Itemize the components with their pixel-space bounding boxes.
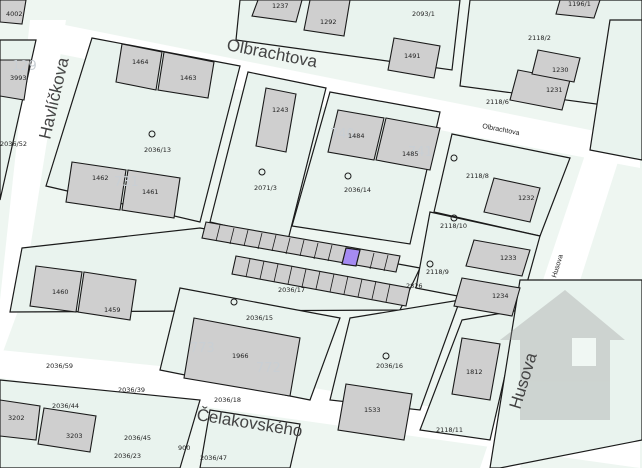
building-1464[interactable]	[115, 43, 163, 91]
label-2036-13: 2036/13	[144, 146, 171, 154]
parcel-2036-16[interactable]	[329, 299, 461, 411]
label-2036-16: 2036/16	[376, 362, 403, 370]
parcel-bottom-middle[interactable]	[199, 409, 301, 468]
label-2071-3: 2071/3	[254, 184, 277, 192]
label-1966: 1966	[232, 352, 249, 360]
label-1237: 1237	[272, 2, 289, 10]
building-1484[interactable]	[327, 109, 385, 161]
selected-parcel[interactable]	[341, 247, 361, 267]
parcel-bottom-right[interactable]	[489, 279, 642, 468]
label-2036-47: 2036/47	[200, 454, 227, 462]
building-1243[interactable]	[255, 87, 297, 153]
label-2036-17: 2036/17	[278, 286, 305, 294]
label-2118-9: 2118/9	[426, 268, 449, 276]
building-1232[interactable]	[483, 177, 541, 223]
label-1232: 1232	[518, 194, 535, 202]
label-2118-8: 2118/8	[466, 172, 489, 180]
ghost-number-129: 129	[12, 59, 37, 74]
parcel-marker-icons	[148, 130, 458, 360]
building-1463[interactable]	[157, 51, 215, 99]
ghost-number-741: 741	[408, 145, 433, 160]
building-1460[interactable]	[29, 265, 83, 313]
label-2036-14: 2036/14	[344, 186, 371, 194]
label-2118-11: 2118/11	[436, 426, 463, 434]
label-1485: 1485	[402, 150, 419, 158]
building-1233[interactable]	[465, 239, 531, 277]
label-3993: 3993	[10, 74, 27, 82]
label-1460: 1460	[52, 288, 69, 296]
building-1462[interactable]	[65, 161, 127, 211]
label-2826: 2826	[406, 282, 423, 290]
building-1292[interactable]	[303, 0, 351, 37]
label-2118-2: 2118/2	[528, 34, 551, 42]
label-2036-45: 2036/45	[124, 434, 151, 442]
building-3202[interactable]	[0, 399, 41, 441]
label-1230: 1230	[552, 66, 569, 74]
label-1233: 1233	[500, 254, 517, 262]
building-1812[interactable]	[451, 337, 501, 401]
label-2036-23: 2036/23	[114, 452, 141, 460]
label-1533: 1533	[364, 406, 381, 414]
label-1491: 1491	[404, 52, 421, 60]
label-1461: 1461	[142, 188, 159, 196]
label-2036-44: 2036/44	[52, 402, 79, 410]
label-2036-59: 2036/59	[46, 362, 73, 370]
building-1966[interactable]	[183, 317, 301, 397]
building-1196-1[interactable]	[555, 0, 601, 19]
building-1485[interactable]	[375, 117, 441, 171]
label-2118-6: 2118/6	[486, 98, 509, 106]
garage-row-lower[interactable]	[231, 255, 411, 307]
label-1196-1: 1196/1	[568, 0, 591, 8]
building-1234[interactable]	[453, 277, 521, 317]
label-2118-10: 2118/10	[440, 222, 467, 230]
building-1237[interactable]	[251, 0, 303, 23]
label-4002: 4002	[6, 10, 23, 18]
label-1459: 1459	[104, 306, 121, 314]
label-2036-18: 2036/18	[214, 396, 241, 404]
label-2036-52: 2036/52	[0, 140, 27, 148]
building-1533[interactable]	[337, 383, 413, 441]
label-2036-39: 2036/39	[118, 386, 145, 394]
ghost-number-731: 731	[114, 175, 139, 190]
building-1491[interactable]	[387, 37, 441, 79]
label-3202: 3202	[8, 414, 25, 422]
building-1230[interactable]	[531, 49, 581, 83]
label-1231: 1231	[546, 86, 563, 94]
ghost-number-773: 773	[190, 341, 215, 356]
parcel-far-right[interactable]	[589, 19, 642, 161]
label-2093-1: 2093/1	[412, 10, 435, 18]
label-1243: 1243	[272, 106, 289, 114]
label-1484: 1484	[348, 132, 365, 140]
watermark-house-icon	[500, 290, 625, 420]
label-900: 900	[178, 444, 190, 452]
label-2036-15: 2036/15	[246, 314, 273, 322]
building-1459[interactable]	[77, 271, 137, 321]
ghost-number-772: 772	[256, 361, 281, 376]
label-1292: 1292	[320, 18, 337, 26]
label-3203: 3203	[66, 432, 83, 440]
building-4002[interactable]	[0, 0, 27, 25]
building-1461[interactable]	[121, 169, 181, 219]
building-3993[interactable]	[0, 59, 31, 101]
label-1462: 1462	[92, 174, 109, 182]
building-3203[interactable]	[37, 407, 97, 453]
label-1812: 1812	[466, 368, 483, 376]
label-1463: 1463	[180, 74, 197, 82]
label-1234: 1234	[492, 292, 509, 300]
ghost-number-740: 740	[330, 127, 355, 142]
label-1464: 1464	[132, 58, 149, 66]
